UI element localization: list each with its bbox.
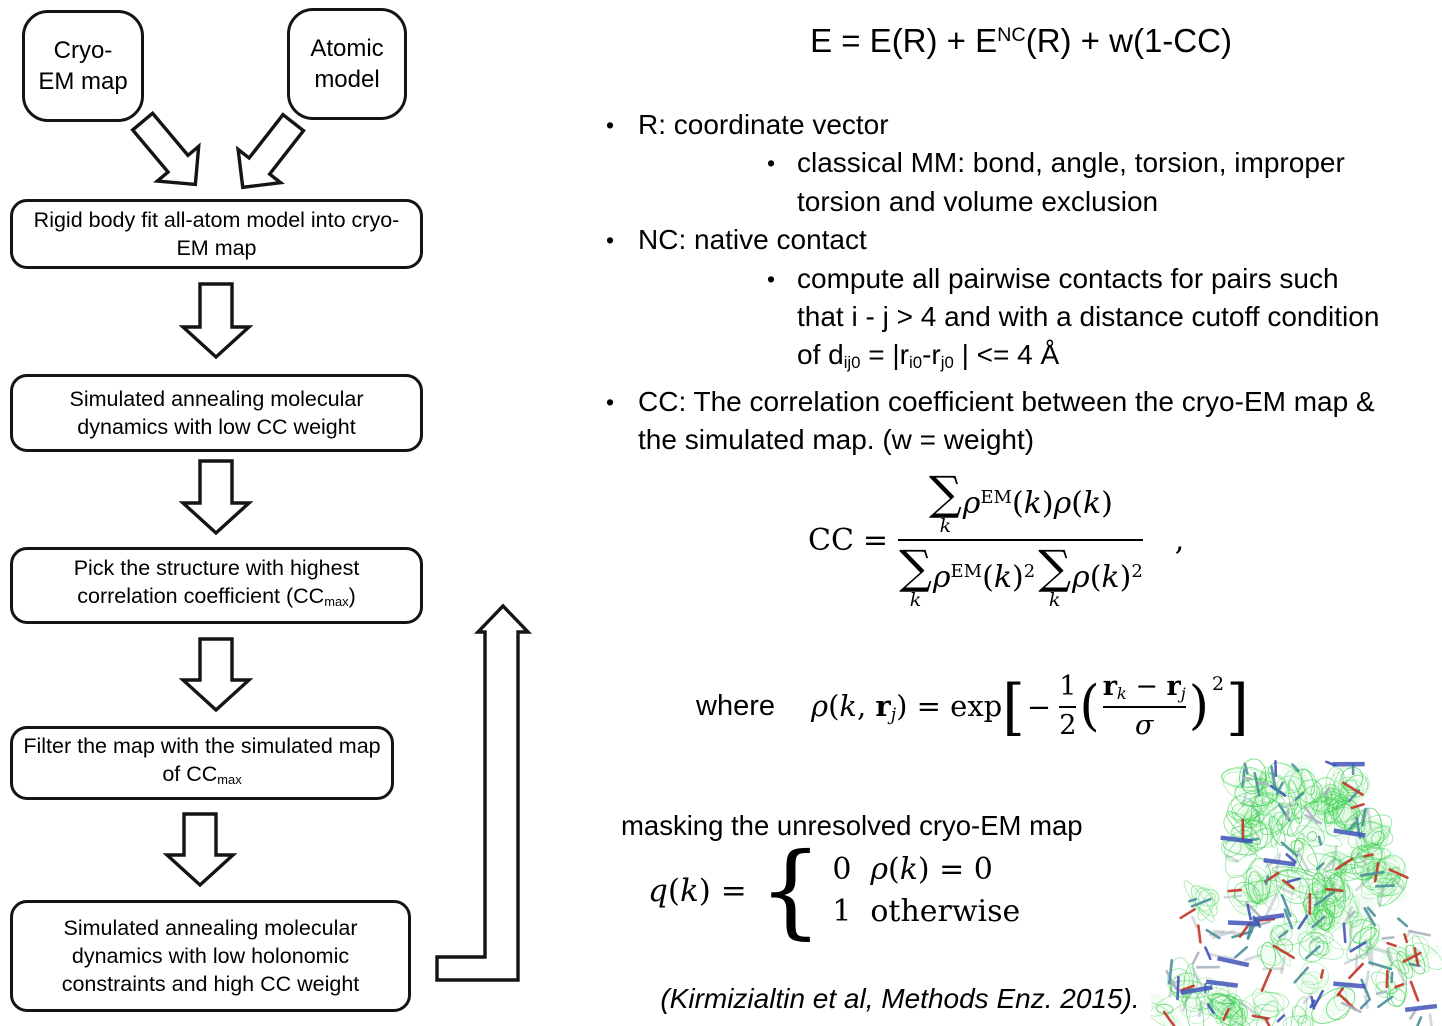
cc-numerator: ρEM(k)ρ(k) (962, 485, 1113, 521)
flow-step-rigid-body-fit: Rigid body fit all-atom model into cryo-… (10, 199, 423, 269)
cc-fraction: ∑ k ρEM(k)ρ(k) ∑ k ρEM(k)2 ∑ k ρ(k)2 (898, 470, 1143, 610)
arrow-fit-to-annealing (178, 282, 254, 360)
rk-minus-rj-over-sigma: rk − rj σ (1102, 671, 1186, 742)
sum-over-k: ∑ k (1038, 540, 1072, 611)
mask-formula: q(k) = { 0 ρ(k) = 0 1 otherwise (648, 830, 1021, 950)
where-label: where (696, 690, 775, 723)
flowchart-arrows (130, 110, 532, 982)
bullet-classical-mm: • classical MM: bond, angle, torsion, im… (600, 144, 1442, 221)
bullet-nc-native-contact: • NC: native contact (600, 221, 1442, 259)
where-line: where ρ(k, rj) = exp [ − 1 2 ( rk − rj σ… (696, 670, 1249, 743)
exponent-2: 2 (1212, 673, 1225, 696)
bullet-cc-correlation: • CC: The correlation coefficient betwee… (600, 383, 1442, 460)
bullet-r-coordinate-vector: • R: coordinate vector (600, 106, 1442, 144)
case-one: 1 otherwise (832, 894, 1021, 929)
arrow-pick-to-filter (178, 637, 254, 713)
fraction-bar (898, 539, 1143, 541)
right-bracket: ] (1226, 670, 1249, 743)
arrow-annealing-to-pick (178, 459, 254, 536)
one-half-fraction: 1 2 (1059, 671, 1077, 741)
flow-box-cryo-em-map: Cryo-EM map (22, 10, 144, 122)
definition-bullet-list: • R: coordinate vector • classical MM: b… (600, 106, 1442, 460)
bullet-icon: • (606, 112, 615, 138)
q-lhs: q(k) = (648, 872, 747, 909)
arrow-filter-to-annealing2 (162, 812, 238, 888)
left-paren: ( (1079, 674, 1100, 738)
rho-lhs: ρ(k, rj) = exp (811, 688, 1003, 725)
trailing-comma: , (1174, 522, 1185, 558)
right-paren: ) (1188, 676, 1210, 737)
flow-box-cryo-em-map-label: Cryo-EM map (38, 37, 128, 95)
bullet-icon: • (606, 389, 615, 416)
bullet-compute-pairwise-contacts: • compute all pairwise contacts for pair… (600, 260, 1442, 383)
bullet-icon: • (606, 227, 615, 254)
citation: (Kirmizialtin et al, Methods Enz. 2015). (660, 983, 1140, 1014)
cc-formula: CC = ∑ k ρEM(k)ρ(k) ∑ k ρEM(k)2 ∑ k ρ(k)… (808, 470, 1184, 610)
cases-brace: { (758, 830, 823, 950)
equals-sign: = (862, 522, 889, 558)
arrow-cryoem-to-fit (130, 110, 201, 187)
arrow-model-to-fit (235, 112, 306, 190)
cc-denominator-part2: ρ(k)2 (1072, 559, 1143, 595)
bullet-icon: • (767, 265, 776, 292)
sum-over-k: ∑ k (899, 540, 932, 611)
flow-step-rigid-body-fit-label: Rigid body fit all-atom model into cryo-… (33, 208, 400, 260)
cc-denominator-part1: ρEM(k)2 (932, 559, 1036, 595)
masking-title: masking the unresolved cryo-EM map (621, 810, 1083, 841)
cc-formula-lhs: CC (808, 522, 854, 558)
energy-equation: E = E(R) + ENC(R) + w(1-CC) (810, 22, 1232, 59)
molecule-svg (1151, 758, 1442, 1026)
sum-over-k: ∑ k (928, 466, 962, 537)
case-zero: 0 ρ(k) = 0 (832, 852, 993, 887)
bullet-icon: • (767, 150, 776, 177)
cryo-em-density-image (1151, 752, 1442, 1026)
left-bracket: [ (1002, 670, 1025, 743)
minus-sign: − (1026, 689, 1052, 724)
rho-formula: ρ(k, rj) = exp [ − 1 2 ( rk − rj σ ) 2 ] (811, 670, 1249, 743)
loop-back-arrow (435, 603, 532, 982)
